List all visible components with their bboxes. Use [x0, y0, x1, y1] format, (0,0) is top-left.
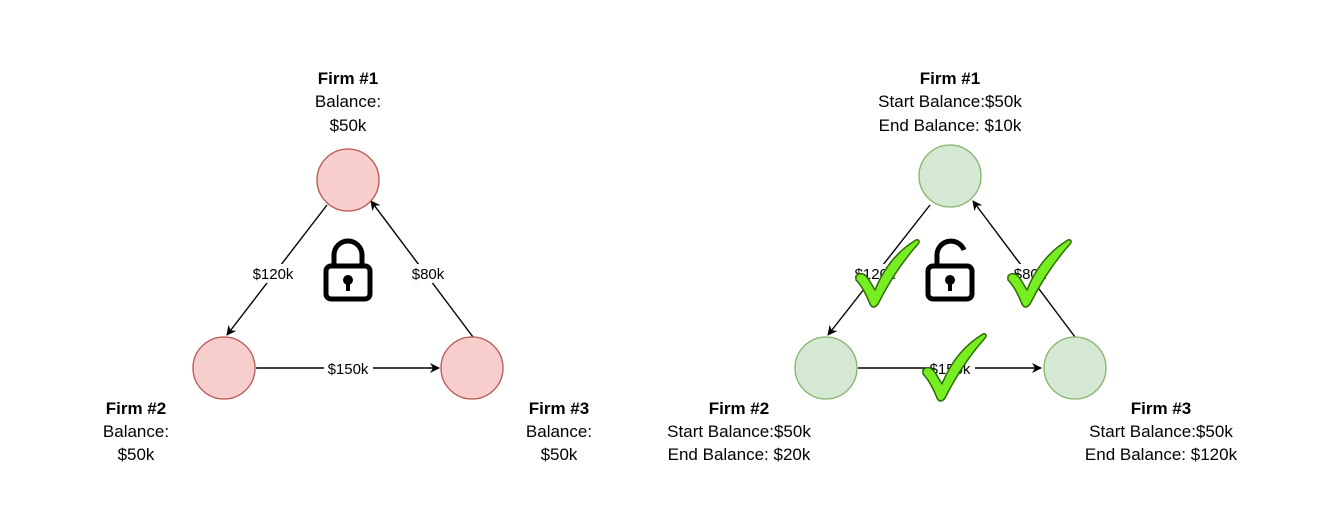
lock-open-icon — [925, 238, 975, 302]
firm-start-balance: Start Balance:$50k — [878, 92, 1022, 111]
checkmark-icon — [1007, 239, 1072, 308]
firm3-label: Firm #3 Start Balance:$50k End Balance: … — [1085, 399, 1238, 464]
firm2-label: Firm #2 Balance: $50k — [103, 399, 169, 464]
firm-balance-line: Balance: — [315, 92, 381, 111]
firm2-label: Firm #2 Start Balance:$50k End Balance: … — [667, 399, 811, 464]
checkmark-icon — [922, 333, 987, 402]
firm-title: Firm #3 — [529, 399, 589, 418]
firm2-node — [794, 336, 858, 400]
firm3-label: Firm #3 Balance: $50k — [526, 399, 592, 464]
firm-title: Firm #1 — [318, 69, 378, 88]
firm-title: Firm #3 — [1131, 399, 1191, 418]
firm-end-balance: End Balance: $20k — [668, 445, 811, 464]
firm1-node — [918, 144, 982, 208]
firm-start-balance: Start Balance:$50k — [1089, 422, 1233, 441]
edge-label-firm3-firm1: $80k — [408, 264, 448, 283]
firm-balance-line: Balance: — [526, 422, 592, 441]
settled-panel: $120k $80k $150k — [667, 69, 1237, 464]
firm-balance-value: $50k — [541, 445, 578, 464]
firm-balance-value: $50k — [330, 116, 367, 135]
firm-title: Firm #2 — [709, 399, 769, 418]
firm1-label: Firm #1 Balance: $50k — [315, 69, 381, 135]
firm1-label: Firm #1 Start Balance:$50k End Balance: … — [878, 69, 1022, 135]
lock-closed-icon — [323, 238, 373, 302]
edge-amount-label: $150k — [328, 361, 369, 378]
edge-label-firm1-firm2: $120k — [249, 264, 298, 283]
edge-label-firm2-firm3: $150k — [324, 359, 373, 378]
firm-title: Firm #2 — [106, 399, 166, 418]
firm2-node — [192, 336, 256, 400]
firm-title: Firm #1 — [920, 69, 980, 88]
checkmark-icon — [855, 239, 920, 308]
firm3-node — [1043, 336, 1107, 400]
firm-end-balance: End Balance: $120k — [1085, 445, 1238, 464]
firm3-node — [440, 336, 504, 400]
firm-balance-line: Balance: — [103, 422, 169, 441]
edge-amount-label: $80k — [412, 266, 445, 283]
locked-panel: $120k $80k $150k Firm #1 Balance: $50k — [103, 69, 592, 464]
firm-end-balance: End Balance: $10k — [879, 116, 1022, 135]
edge-amount-label: $120k — [253, 266, 294, 283]
firm-balance-value: $50k — [118, 445, 155, 464]
firm1-node — [316, 148, 380, 212]
firm-start-balance: Start Balance:$50k — [667, 422, 811, 441]
